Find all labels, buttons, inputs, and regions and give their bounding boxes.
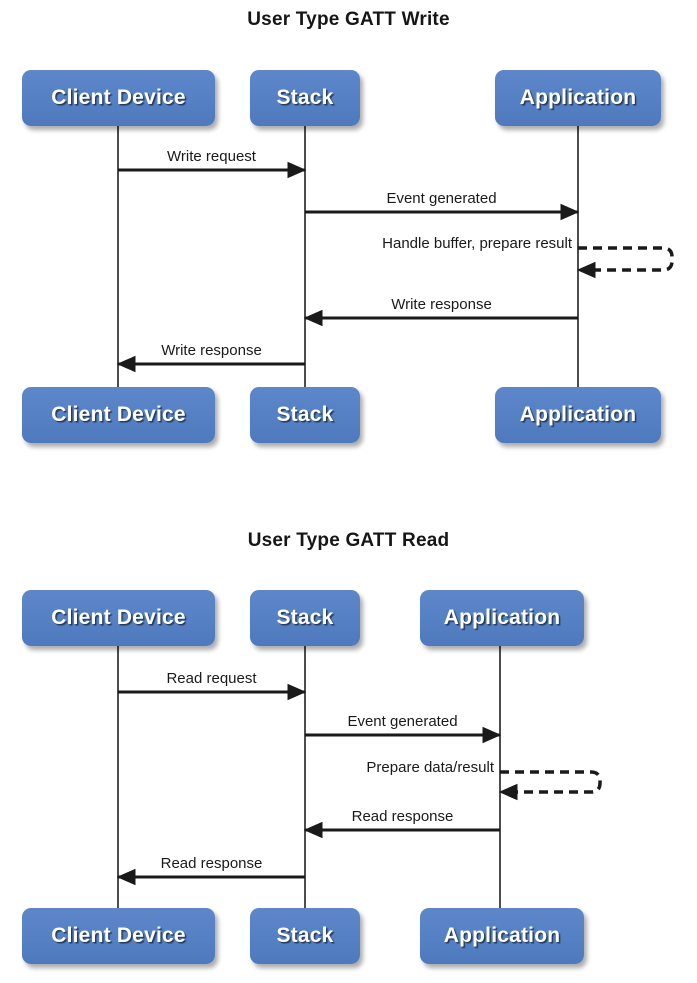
participant-box-application-bottom[interactable]: Application	[420, 908, 584, 964]
message-label: Write response	[391, 296, 492, 313]
message-3-handle-buffer-prepare-result	[576, 246, 674, 279]
message-label: Write request	[167, 148, 256, 165]
message-label: Write response	[161, 342, 262, 359]
message-label: Event generated	[386, 190, 497, 207]
participant-label: Stack	[276, 606, 334, 629]
message-label: Prepare data/result	[366, 759, 494, 776]
message-5-read-response	[116, 868, 305, 886]
message-label: Read response	[351, 808, 454, 825]
participant-label: Application	[443, 924, 561, 947]
participant-box-application-bottom[interactable]: Application	[495, 387, 661, 443]
participant-label: Stack	[276, 403, 334, 426]
participant-label: Application	[519, 86, 637, 109]
message-4-read-response	[303, 821, 500, 839]
diagram-title-write: User Type GATT Write	[247, 9, 450, 30]
participant-box-stack-bottom[interactable]: Stack	[250, 387, 360, 443]
message-3-prepare-data-result	[498, 770, 602, 801]
participant-label: Application	[519, 403, 637, 426]
message-1-write-request	[118, 161, 307, 179]
message-label: Handle buffer, prepare result	[382, 235, 572, 252]
participant-box-stack-top[interactable]: Stack	[250, 70, 360, 126]
participant-label: Client Device	[51, 606, 186, 629]
message-2-event-generated	[305, 203, 580, 221]
participant-label: Application	[443, 606, 561, 629]
participant-box-stack-bottom[interactable]: Stack	[250, 908, 360, 964]
diagram-canvas-read	[116, 646, 602, 908]
message-5-write-response	[116, 355, 305, 373]
message-4-write-response	[303, 309, 578, 327]
participant-label: Client Device	[51, 924, 186, 947]
participant-box-application-top[interactable]: Application	[495, 70, 661, 126]
message-1-read-request	[118, 683, 307, 701]
message-label: Read request	[166, 670, 257, 687]
participant-box-stack-top[interactable]: Stack	[250, 590, 360, 646]
diagram-canvas-write	[116, 126, 674, 387]
participant-box-client-device-top[interactable]: Client Device	[22, 590, 215, 646]
participant-label: Client Device	[51, 403, 186, 426]
participant-box-application-top[interactable]: Application	[420, 590, 584, 646]
message-label: Read response	[160, 855, 263, 872]
message-2-event-generated	[305, 726, 502, 744]
message-label: Event generated	[347, 713, 458, 730]
participant-box-client-device-top[interactable]: Client Device	[22, 70, 215, 126]
participant-label: Client Device	[51, 86, 186, 109]
participant-label: Stack	[276, 924, 334, 947]
diagram-title-read: User Type GATT Read	[247, 530, 450, 551]
participant-box-client-device-bottom[interactable]: Client Device	[22, 387, 215, 443]
participant-label: Stack	[276, 86, 334, 109]
participant-box-client-device-bottom[interactable]: Client Device	[22, 908, 215, 964]
